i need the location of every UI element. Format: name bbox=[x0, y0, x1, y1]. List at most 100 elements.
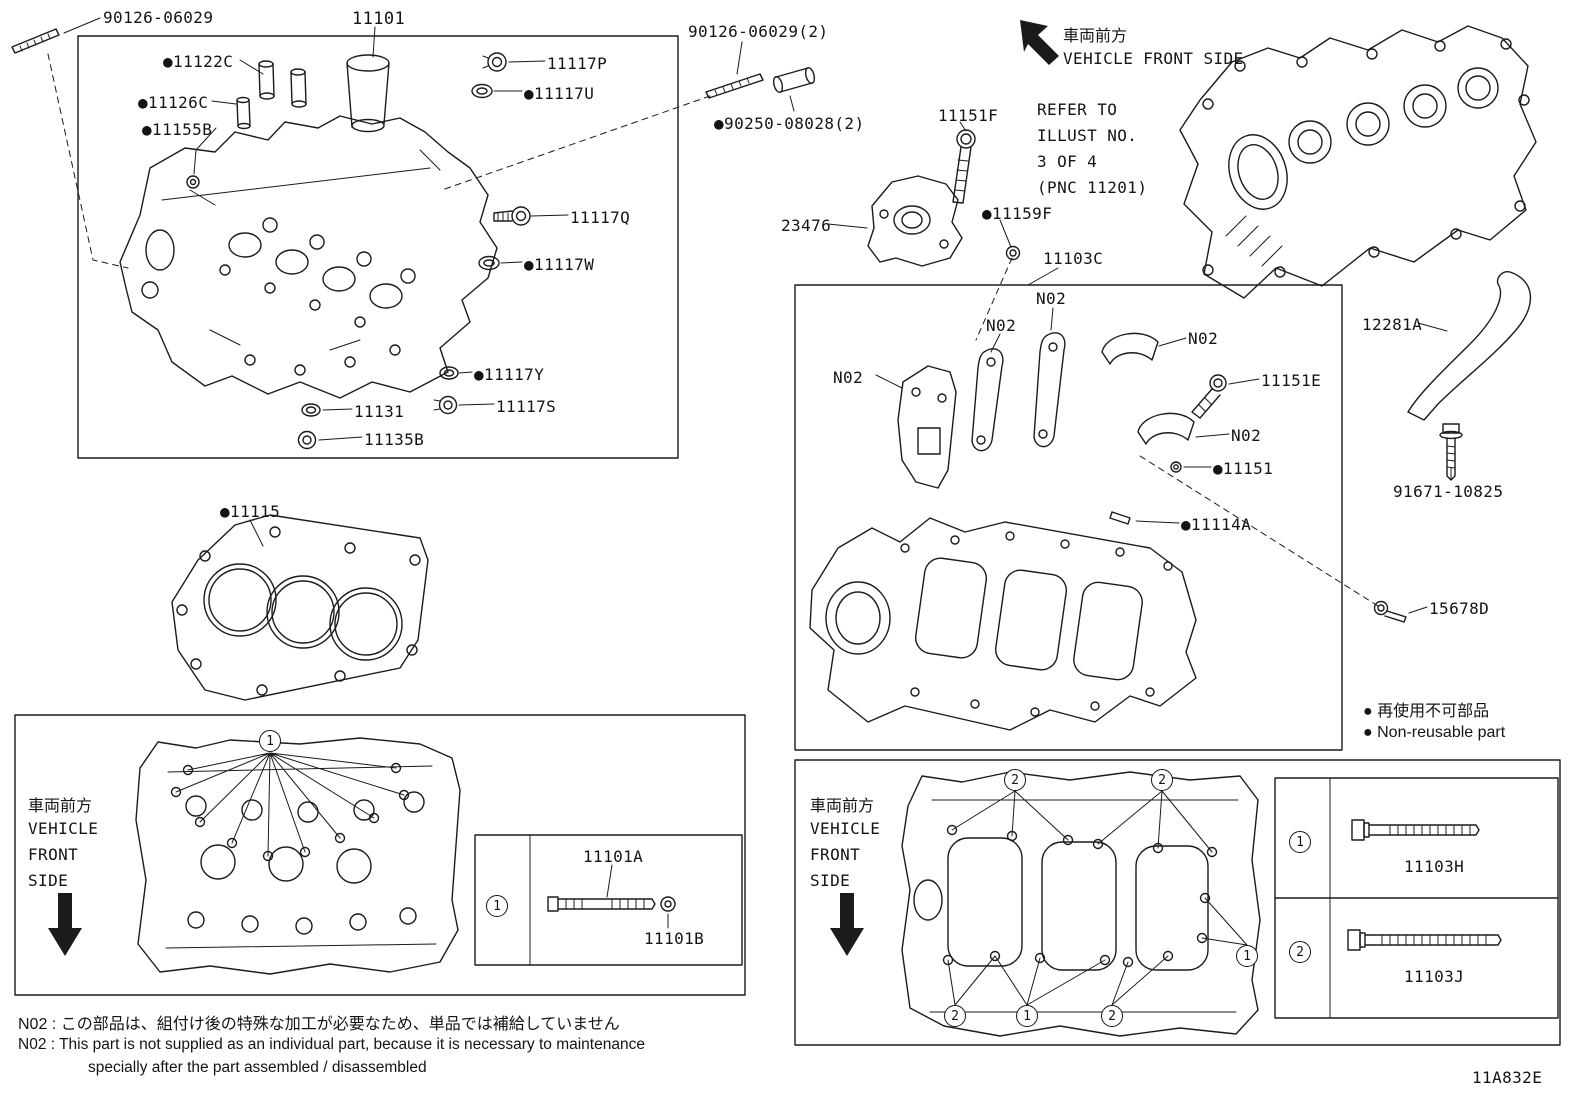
bolt-table-frame bbox=[1274, 777, 1559, 1019]
stud-bolt-2-drawing bbox=[705, 73, 764, 99]
callout-2: 2 bbox=[944, 1005, 966, 1027]
vehicle-front-arrow-up-left bbox=[1020, 20, 1059, 65]
footnote-en-line2: specially after the part assembled / dis… bbox=[88, 1059, 427, 1076]
label-11117s: 11117S bbox=[496, 397, 557, 416]
vehicle-front-arrow-down-left bbox=[48, 893, 82, 956]
vehicle-front-label-en: VEHICLE FRONT SIDE bbox=[1063, 49, 1244, 68]
label-11101b: 11101B bbox=[644, 929, 705, 948]
callout-2: 2 bbox=[1004, 769, 1026, 791]
vehicle-front-line1: VEHICLE bbox=[28, 819, 99, 838]
bolt-15678d-drawing bbox=[1373, 600, 1407, 623]
seal-11101b-drawing bbox=[660, 896, 676, 912]
bolt-11151e-drawing bbox=[1191, 374, 1227, 419]
bolt-11151-drawing bbox=[1170, 461, 1182, 473]
refer-note-line3: 3 OF 4 bbox=[1037, 152, 1098, 171]
label-11126c: ●11126C bbox=[138, 93, 209, 112]
label-n02: N02 bbox=[1231, 426, 1262, 445]
nut-11159f-drawing bbox=[1005, 245, 1021, 261]
label-11131: 11131 bbox=[354, 402, 405, 421]
label-11117w: ●11117W bbox=[524, 255, 595, 274]
vehicle-front-label-jp: 車両前方 bbox=[810, 798, 875, 815]
block-bolt-callout-lines bbox=[947, 790, 1248, 1006]
callout-2: 2 bbox=[1289, 941, 1311, 963]
label-11114a: ●11114A bbox=[1181, 515, 1252, 534]
label-11151: ●11151 bbox=[1213, 459, 1274, 478]
seal-11117w-drawing bbox=[478, 255, 500, 271]
spark-plug-tube-drawing bbox=[346, 54, 390, 133]
plug-11117q-drawing bbox=[493, 206, 531, 226]
label-90250-08028-2: ●90250-08028(2) bbox=[714, 114, 865, 133]
vehicle-front-line1: VEHICLE bbox=[810, 819, 881, 838]
vehicle-front-arrow-down-right bbox=[830, 893, 864, 956]
label-11103h: 11103H bbox=[1404, 857, 1465, 876]
cylinder-block-frame bbox=[794, 284, 1343, 751]
dowel-pin-drawing bbox=[772, 67, 816, 93]
cylinder-head-drawing bbox=[119, 115, 498, 399]
label-n02: N02 bbox=[1188, 329, 1219, 348]
head-bolt-callout-lines bbox=[175, 752, 405, 857]
callout-2: 2 bbox=[1151, 769, 1173, 791]
plug-11117p-drawing bbox=[482, 52, 507, 72]
cylinder-head-top-view bbox=[135, 737, 461, 975]
label-90126-06029-2: 90126-06029(2) bbox=[688, 22, 829, 41]
refer-note-line2: ILLUST NO. bbox=[1037, 126, 1138, 145]
bolt-11103j-drawing bbox=[1347, 929, 1502, 951]
refer-note-line4: (PNC 11201) bbox=[1037, 178, 1148, 197]
label-91671-10825: 91671-10825 bbox=[1393, 482, 1504, 501]
label-11135b: 11135B bbox=[364, 430, 425, 449]
bolt-11103h-drawing bbox=[1351, 819, 1480, 841]
label-11117y: ●11117Y bbox=[474, 365, 545, 384]
stud-11101a-drawing bbox=[547, 896, 656, 912]
vehicle-front-line3: SIDE bbox=[810, 871, 851, 890]
label-15678d: 15678D bbox=[1429, 599, 1490, 618]
bearing-cap-parts-drawing bbox=[897, 332, 1195, 489]
legend-non-reusable-jp: ● 再使用不可部品 bbox=[1363, 703, 1490, 720]
label-n02: N02 bbox=[833, 368, 864, 387]
vehicle-front-line2: FRONT bbox=[28, 845, 79, 864]
plug-11117s-drawing bbox=[433, 395, 458, 415]
label-11101: 11101 bbox=[352, 9, 406, 29]
vehicle-front-line2: FRONT bbox=[810, 845, 861, 864]
label-11115: ●11115 bbox=[220, 502, 281, 521]
callout-1: 1 bbox=[259, 730, 281, 752]
cylinder-block-bottom-view bbox=[901, 771, 1261, 1037]
label-12281a: 12281A bbox=[1362, 315, 1423, 334]
page-code: 11A832E bbox=[1472, 1068, 1543, 1087]
seal-11131-drawing bbox=[301, 403, 321, 417]
label-11101a: 11101A bbox=[583, 847, 644, 866]
gasket-11135b-drawing bbox=[297, 430, 317, 450]
vehicle-front-label-jp: 車両前方 bbox=[1063, 28, 1128, 45]
valve-cover-drawing bbox=[1179, 25, 1537, 299]
label-11159f: ●11159F bbox=[982, 204, 1053, 223]
label-90126-06029: 90126-06029 bbox=[103, 8, 214, 27]
callout-1: 1 bbox=[486, 895, 508, 917]
vehicle-front-label-jp: 車両前方 bbox=[28, 798, 93, 815]
label-11151f: 11151F bbox=[938, 106, 999, 125]
callout-1: 1 bbox=[1236, 945, 1258, 967]
cylinder-head-frame bbox=[77, 35, 679, 459]
callout-1: 1 bbox=[1016, 1005, 1038, 1027]
head-gasket-drawing bbox=[171, 514, 429, 701]
bolt-11151f-drawing bbox=[952, 129, 976, 204]
footnote-en-line1: N02 : This part is not supplied as an in… bbox=[18, 1036, 645, 1053]
label-11117u: ●11117U bbox=[524, 84, 595, 103]
head-bolt-panel-frame bbox=[14, 714, 746, 996]
stud-11114a-drawing bbox=[1109, 511, 1131, 525]
label-11151e: 11151E bbox=[1261, 371, 1322, 390]
label-11117q: 11117Q bbox=[570, 208, 631, 227]
label-n02: N02 bbox=[986, 316, 1017, 335]
label-11103c: 11103C bbox=[1043, 249, 1104, 268]
label-11103j: 11103J bbox=[1404, 967, 1465, 986]
cylinder-block-drawing bbox=[809, 517, 1197, 731]
label-11155b: ●11155B bbox=[142, 120, 213, 139]
callout-2: 2 bbox=[1101, 1005, 1123, 1027]
label-23476: 23476 bbox=[781, 216, 832, 235]
callout-1: 1 bbox=[1289, 831, 1311, 853]
footnote-jp: N02 : この部品は、組付け後の特殊な加工が必要なため、単品では補給していませ… bbox=[18, 1016, 620, 1033]
dashed-lines bbox=[47, 53, 1379, 607]
lever-12281a-drawing bbox=[1407, 270, 1532, 421]
water-outlet-drawing bbox=[867, 175, 963, 267]
label-11122c: ●11122C bbox=[163, 52, 234, 71]
